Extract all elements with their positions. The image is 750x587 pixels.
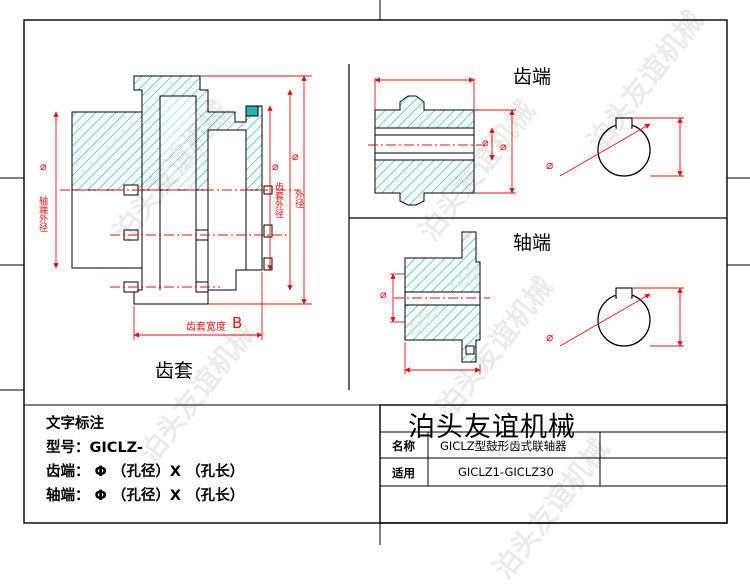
dim-phi-gear-od: ⌀ — [500, 140, 507, 153]
dim-phi-shaft-bore: ⌀ — [380, 288, 387, 301]
drawing-sheet — [0, 0, 750, 545]
sheet-border — [0, 0, 750, 545]
title-block-frame — [24, 404, 728, 524]
dim-width-symbol: B — [232, 314, 243, 332]
view-title-gear-end: 齿端 — [513, 66, 552, 88]
dim-phi-teeth: ⌀ — [272, 160, 279, 173]
notes-gear-end: 齿端： Φ （孔径）X （孔长） — [46, 464, 245, 480]
dim-phi-shaft-circle: ⌀ — [546, 330, 554, 344]
dim-width-label: 齿套宽度 — [186, 322, 226, 333]
dim-phi-gear-bore: ⌀ — [482, 136, 489, 149]
dim-phi-hub: ⌀ — [40, 160, 47, 173]
gear-end-view — [368, 77, 684, 206]
notes-model: 型号：GICLZ- — [46, 440, 143, 456]
dim-phi-gear-circle: ⌀ — [546, 158, 554, 172]
dim-outer-dia-label: 外径 — [293, 190, 303, 208]
view-dividers — [348, 64, 727, 390]
shaft-end-view — [390, 231, 684, 374]
apply-label: 适用 — [392, 466, 415, 480]
notes-shaft-end: 轴端： Φ （孔径）X （孔长） — [46, 488, 245, 504]
dim-hub-od-label: 轴端外径 — [37, 196, 47, 232]
notes-title: 文字标注 — [46, 416, 104, 432]
name-label: 名称 — [392, 439, 415, 453]
apply-value: GICLZ1-GICLZ30 — [458, 465, 554, 479]
company-name: 泊头友谊机械 — [408, 412, 576, 443]
dim-teeth-od-label: 齿套外径 — [273, 182, 283, 218]
gear-sleeve-view — [53, 75, 312, 340]
view-title-shaft-end: 轴端 — [513, 232, 552, 254]
dim-phi-outer: ⌀ — [292, 150, 299, 163]
name-value: GICLZ型鼓形齿式联轴器 — [440, 439, 567, 453]
view-title-gear-sleeve: 齿套 — [155, 360, 194, 382]
